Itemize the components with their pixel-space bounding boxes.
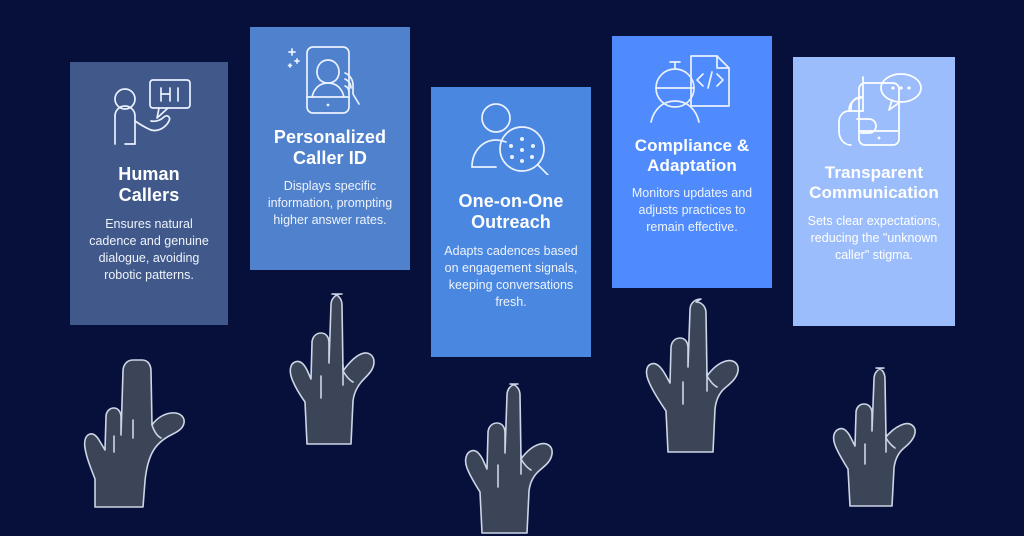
card-description: Displays specific information, prompting… bbox=[267, 179, 393, 228]
card-title: Compliance &Adaptation bbox=[634, 136, 750, 175]
card-description: Ensures natural cadence and genuine dial… bbox=[89, 217, 209, 282]
phone-contact-photo-sparkle-icon bbox=[260, 41, 400, 117]
pointing-hand-2 bbox=[288, 288, 396, 446]
person-magnifier-icon bbox=[441, 101, 581, 175]
card-description: Monitors updates and adjusts practices t… bbox=[631, 186, 753, 234]
pointing-hand-4 bbox=[644, 296, 756, 458]
card-description: Adapts cadences based on engagement sign… bbox=[444, 244, 578, 309]
pointing-hand-3 bbox=[462, 378, 574, 536]
hand-phone-chat-bubble-icon bbox=[803, 71, 945, 149]
feature-card-compliance-adaptation[interactable]: Compliance &Adaptation Monitors updates … bbox=[612, 36, 772, 288]
agent-code-document-icon bbox=[622, 50, 762, 124]
pointing-hand-5 bbox=[828, 362, 932, 512]
card-description: Sets clear expectations, reducing the "u… bbox=[807, 214, 941, 262]
person-speech-bubble-hi-icon bbox=[80, 76, 218, 150]
pointing-hand-1 bbox=[80, 352, 198, 512]
